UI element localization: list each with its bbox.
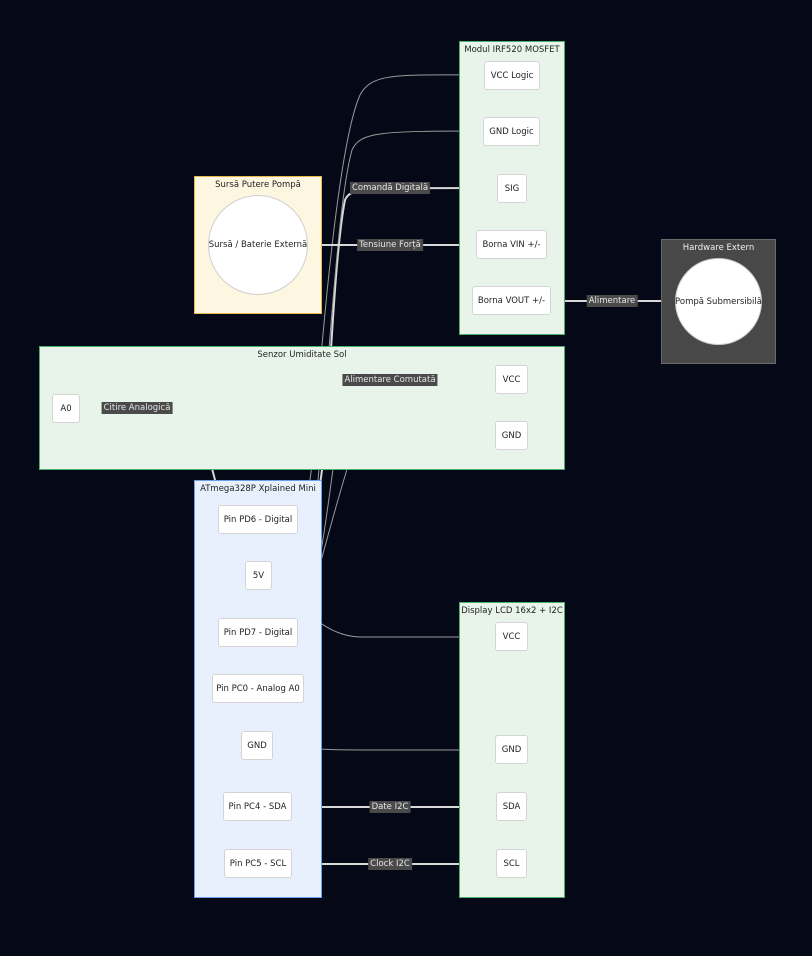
node-mosfet-vout[interactable]: Borna VOUT +/-: [472, 286, 551, 315]
node-gnd[interactable]: GND: [241, 731, 273, 760]
node-pin-pd7[interactable]: Pin PD7 - Digital: [218, 618, 298, 647]
node-pin-pd6[interactable]: Pin PD6 - Digital: [218, 505, 298, 534]
node-lcd-sda[interactable]: SDA: [496, 792, 527, 821]
node-sensor-vcc[interactable]: VCC: [495, 365, 528, 394]
node-lcd-gnd[interactable]: GND: [495, 735, 528, 764]
node-mosfet-vcc-logic[interactable]: VCC Logic: [484, 61, 540, 90]
group-hardware-title: Hardware Extern: [682, 243, 755, 253]
edge-label-switched-supply: Alimentare Comutată: [342, 374, 438, 386]
node-pin-pc4[interactable]: Pin PC4 - SDA: [223, 792, 292, 821]
node-pump[interactable]: Pompă Submersibilă: [675, 258, 762, 345]
node-mosfet-sig[interactable]: SIG: [497, 174, 527, 203]
node-lcd-scl[interactable]: SCL: [496, 849, 527, 878]
edge-label-i2c-clock: Clock I2C: [368, 858, 412, 870]
edge-label-analog-read: Citire Analogică: [101, 402, 173, 414]
group-atmega-title: ATmega328P Xplained Mini: [200, 484, 316, 494]
edge-label-power-force: Tensiune Forță: [357, 239, 423, 251]
node-power-source[interactable]: Sursă / Baterie Externă: [208, 195, 308, 295]
node-sensor-a0[interactable]: A0: [52, 394, 80, 423]
node-lcd-vcc[interactable]: VCC: [495, 622, 528, 651]
node-mosfet-gnd-logic[interactable]: GND Logic: [483, 117, 540, 146]
edge-label-i2c-data: Date I2C: [369, 801, 411, 813]
edge-label-supply: Alimentare: [586, 295, 638, 307]
group-sensor-title: Senzor Umiditate Sol: [257, 350, 347, 360]
group-lcd-title: Display LCD 16x2 + I2C: [461, 606, 563, 616]
edge-label-digital-cmd: Comandă Digitală: [349, 182, 431, 194]
node-5v[interactable]: 5V: [245, 561, 272, 590]
group-mosfet-title: Modul IRF520 MOSFET: [464, 45, 560, 55]
node-pin-pc5[interactable]: Pin PC5 - SCL: [224, 849, 292, 878]
group-power-title: Sursă Putere Pompă: [215, 180, 301, 190]
node-sensor-gnd[interactable]: GND: [495, 421, 528, 450]
node-mosfet-vin[interactable]: Borna VIN +/-: [476, 230, 547, 259]
node-pin-pc0[interactable]: Pin PC0 - Analog A0: [212, 674, 304, 703]
